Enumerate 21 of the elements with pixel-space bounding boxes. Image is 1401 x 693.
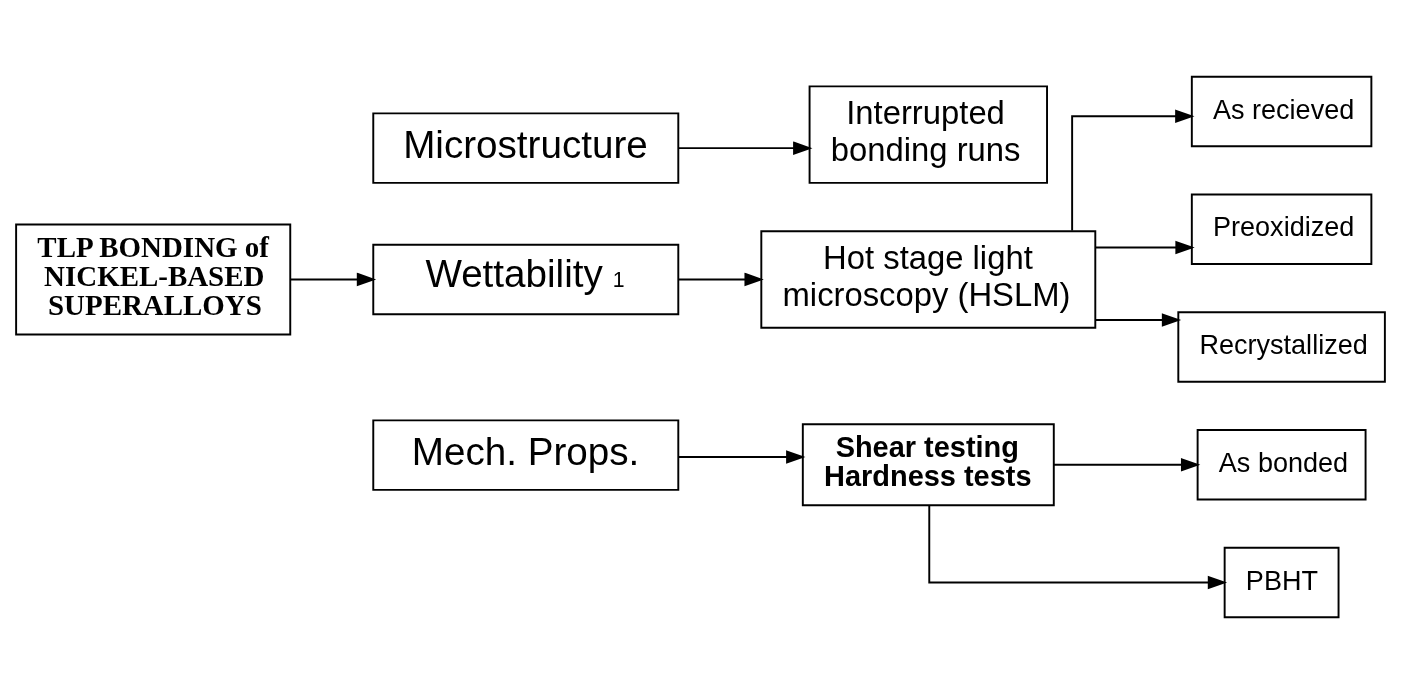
node-box: Microstructure <box>372 111 680 184</box>
arrow <box>1094 312 1182 327</box>
arrow <box>289 272 377 286</box>
arrow <box>677 449 806 464</box>
node-box: Shear testing Hardness tests <box>801 422 1055 506</box>
node-box: Wettability 1 <box>372 243 680 315</box>
arrow <box>1071 109 1195 231</box>
node-box: As bonded <box>1196 428 1367 500</box>
arrow <box>677 272 764 286</box>
node-box: TLP BONDING of NICKEL-BASED SUPERALLOYS <box>15 222 292 335</box>
arrow <box>677 140 813 155</box>
node-box: Hot stage light microscopy (HSLM) <box>760 229 1097 329</box>
arrow <box>1052 457 1201 472</box>
arrow <box>928 504 1228 589</box>
node-box: As recieved <box>1190 75 1373 147</box>
node-box: Mech. Props. <box>372 418 680 491</box>
node-box: Preoxidized <box>1190 193 1373 265</box>
node-box: Recrystallized <box>1177 310 1386 383</box>
node-box: Interrupted bonding runs <box>808 84 1048 184</box>
node-box: PBHT <box>1223 546 1340 618</box>
arrow <box>1094 240 1195 254</box>
